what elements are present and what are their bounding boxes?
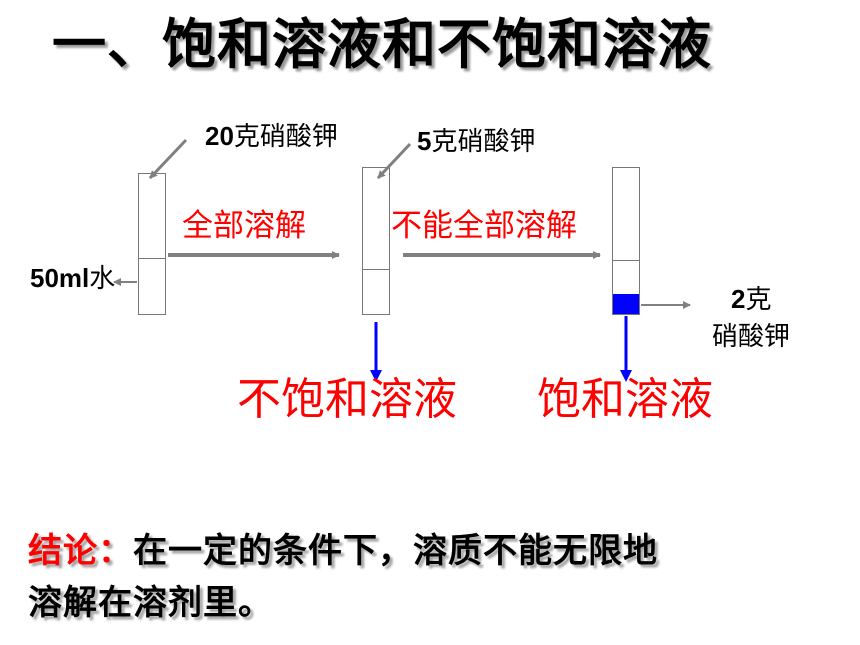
test-tube-3: [612, 167, 640, 315]
step-not-dissolve-all: 不能全部溶解: [391, 208, 577, 244]
liquid-level-1: [138, 258, 166, 259]
conclusion-label: 结论：: [28, 531, 133, 571]
blue-arrowhead-unsaturated: [370, 370, 382, 382]
blue-arrowhead-saturated: [620, 370, 632, 382]
liquid-level-2: [362, 269, 390, 270]
second-addition-label: 5克硝酸钾: [417, 126, 536, 157]
remaining-solid-label-line2: 硝酸钾: [712, 322, 791, 352]
undissolved-solid: [613, 294, 639, 314]
conclusion-line-1: 结论：在一定的条件下，溶质不能无限地: [28, 531, 658, 571]
first-addition-label: 20克硝酸钾: [205, 121, 338, 152]
test-tube-2: [362, 167, 390, 315]
test-tube-1: [138, 173, 166, 315]
step-dissolve-all: 全部溶解: [182, 208, 306, 244]
conclusion-line-2: 溶解在溶剂里。: [28, 583, 273, 623]
result-unsaturated-solution: 不饱和溶液: [237, 374, 457, 425]
page-title: 一、饱和溶液和不饱和溶液: [52, 13, 712, 76]
liquid-level-3: [612, 260, 640, 261]
pointer-arrow-second-addition: [376, 142, 412, 180]
remaining-solid-label-line1: 2克: [731, 284, 772, 315]
water-label: 50ml水: [30, 263, 116, 294]
result-saturated-solution: 饱和溶液: [537, 374, 713, 425]
pointer-arrow-first-addition: [148, 138, 188, 180]
